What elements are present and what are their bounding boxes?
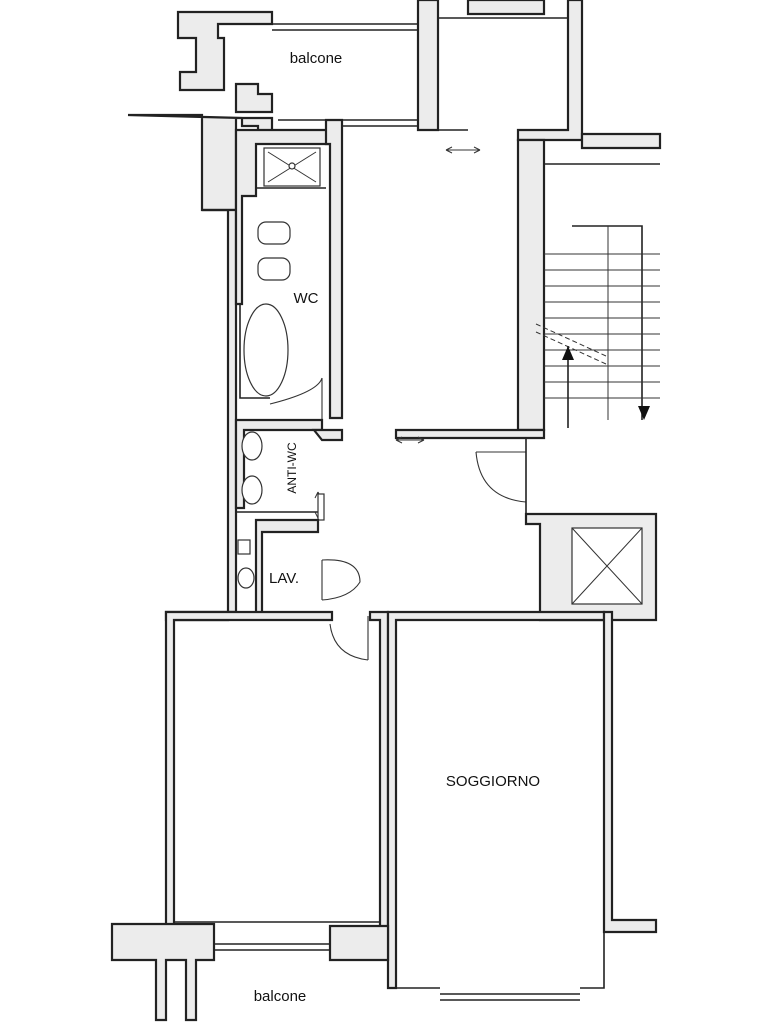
left-walls [164,118,418,622]
label-wc: WC [294,290,319,307]
label-soggiorno: SOGGIORNO [446,773,540,790]
laundry-sink-icon [237,567,255,589]
label-balcone-top: balcone [290,50,343,67]
staircase [516,132,662,432]
bottom-balcony-walls [110,922,390,1022]
bathtub-icon [243,303,289,397]
washer-icon [237,539,251,555]
anti-wc-room [234,418,344,521]
wc-room [239,144,326,424]
sink-icon [241,475,263,505]
toilet-icon [257,257,291,281]
elevator [524,512,658,622]
bidet-icon [257,221,291,245]
lav-room [237,518,361,616]
label-lav: LAV. [269,570,299,587]
central-hall [394,428,546,514]
top-balcony-walls [127,0,584,212]
label-anti-wc: ANTI-WC [285,442,299,494]
soggiorno-room [386,610,658,1001]
sink-icon [241,431,263,461]
upper-room [438,17,569,154]
label-balcone-bottom: balcone [254,988,307,1005]
left-room [164,610,390,940]
